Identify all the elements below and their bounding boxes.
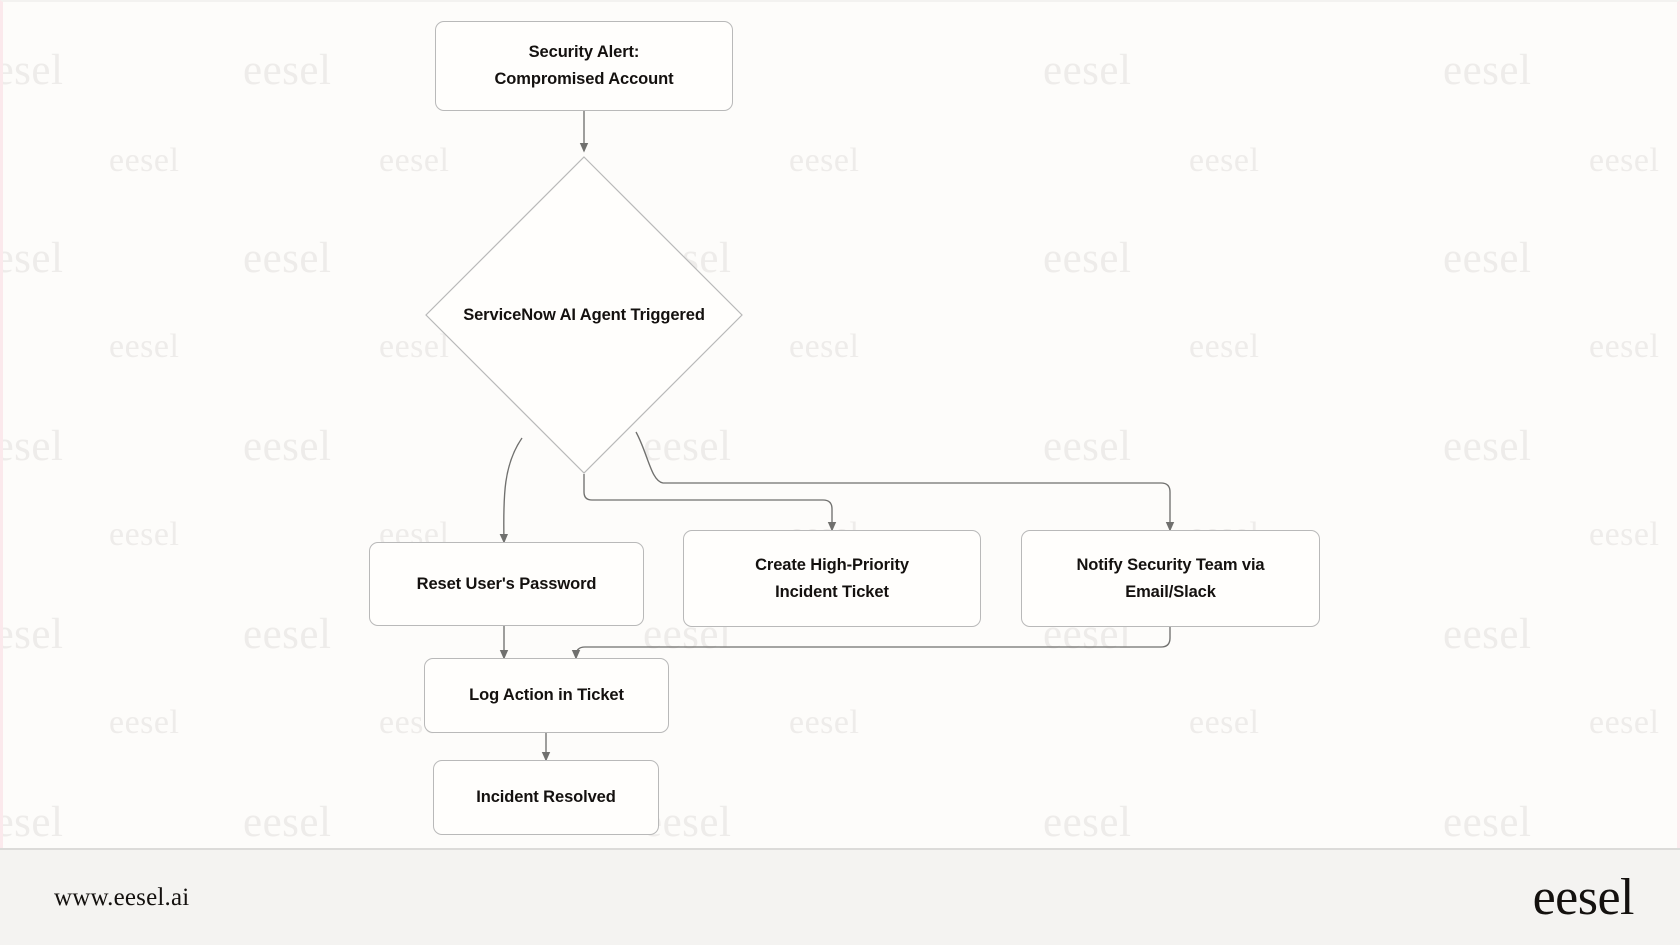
edge-agent-to-notify [635, 431, 1175, 532]
node-servicenow-ai-agent[interactable]: ServiceNow AI Agent Triggered [425, 156, 743, 474]
node-reset-user-password[interactable]: Reset User's Password [369, 542, 644, 626]
node-create-incident-ticket-line-2: Incident Ticket [775, 582, 889, 601]
node-create-incident-ticket[interactable]: Create High-Priority Incident Ticket [683, 530, 981, 627]
node-notify-security-team-line-1: Notify Security Team via [1076, 555, 1265, 574]
node-create-incident-ticket-line-1: Create High-Priority [755, 555, 909, 574]
edge-agent-to-reset [499, 437, 523, 544]
diamond-shape [425, 156, 743, 474]
node-incident-resolved[interactable]: Incident Resolved [433, 760, 659, 835]
eesel-logo: eesel [1532, 868, 1635, 926]
footer-bar: www.eesel.ai eesel [0, 848, 1680, 945]
flow-edges [499, 111, 1175, 762]
node-security-alert-line-2: Compromised Account [494, 70, 674, 88]
node-security-alert-line-1: Security Alert: [528, 43, 640, 62]
node-notify-security-team-line-2: Email/Slack [1125, 582, 1216, 601]
node-log-action-in-ticket-line-1: Log Action in Ticket [469, 686, 624, 705]
node-notify-security-team[interactable]: Notify Security Team via Email/Slack [1021, 530, 1320, 627]
node-reset-user-password-line-1: Reset User's Password [416, 574, 597, 593]
edge-notify-to-log [571, 627, 1171, 660]
node-incident-resolved-line-1: Incident Resolved [476, 788, 616, 807]
node-security-alert[interactable]: Security Alert: Compromised Account [435, 21, 733, 111]
edge-agent-to-ticket [583, 474, 837, 532]
footer-website-url[interactable]: www.eesel.ai [54, 883, 190, 911]
node-log-action-in-ticket[interactable]: Log Action in Ticket [424, 658, 669, 733]
diagram-canvas: eeseleeseleeseleeseleeseleeseleeseleesel… [0, 0, 1680, 848]
